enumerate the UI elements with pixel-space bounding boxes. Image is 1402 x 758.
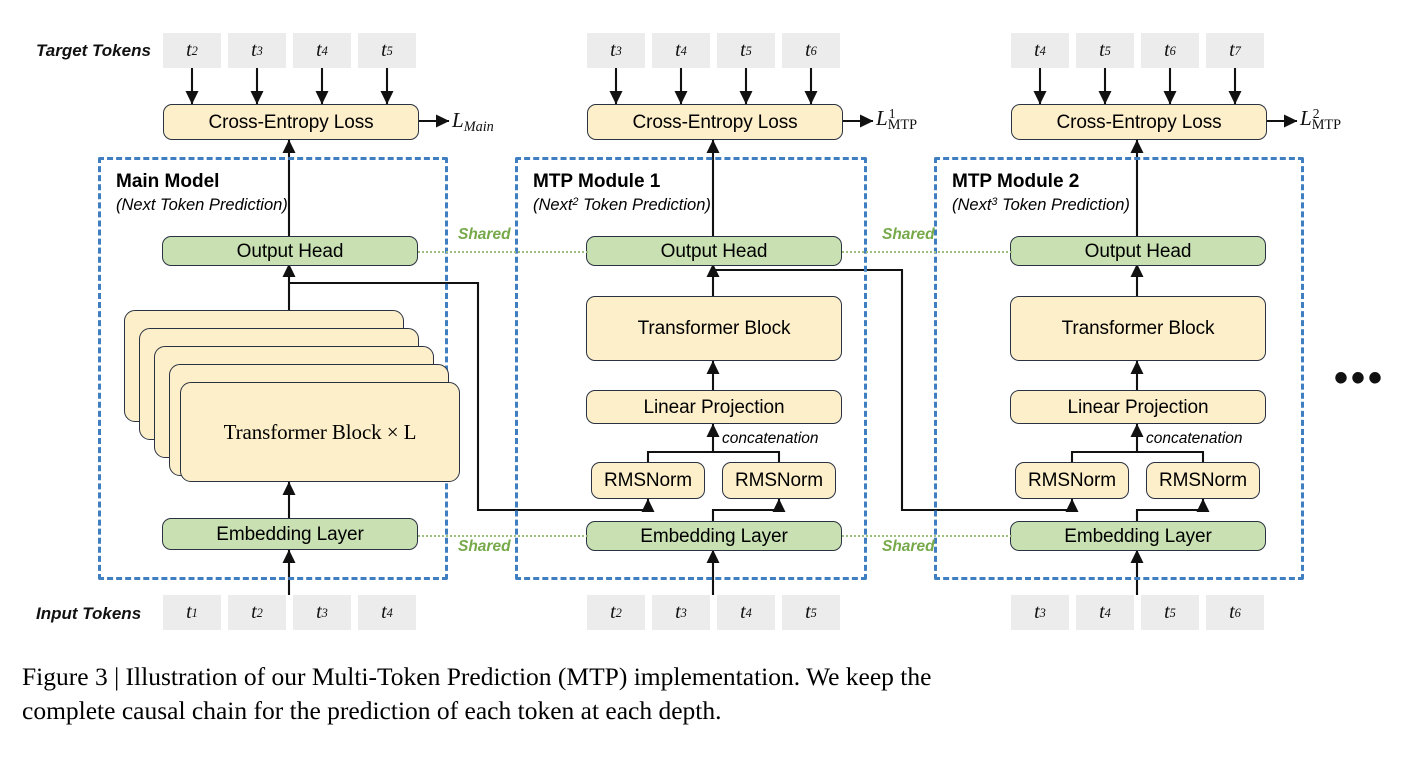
module-subtitle-main-prefix: (Next: [116, 196, 156, 214]
figure-caption-line-2: complete causal chain for the prediction…: [22, 695, 722, 725]
module-subtitle-mtp2-prefix: (Next: [952, 196, 992, 214]
shared-line-output-head-2: [842, 251, 1012, 253]
rmsnorm-left-mtp2[interactable]: RMSNorm: [1015, 462, 1129, 499]
module-frame-mtp2: [934, 157, 1304, 580]
embedding-layer-mtp1[interactable]: Embedding Layer: [586, 521, 842, 551]
shared-line-embedding-1: [418, 535, 588, 537]
shared-label-output-head-2: Shared: [882, 226, 935, 243]
output-head-main[interactable]: Output Head: [162, 236, 418, 266]
shared-label-embedding-2: Shared: [882, 538, 935, 555]
output-head-mtp2[interactable]: Output Head: [1010, 236, 1266, 266]
rmsnorm-right-mtp1[interactable]: RMSNorm: [722, 462, 836, 499]
loss-subscript-main: Main: [463, 118, 494, 135]
loss-subscript-mtp1: MTP: [887, 117, 918, 134]
module-subtitle-mtp2-sup: 3: [991, 196, 998, 209]
figure-caption-line-1: Figure 3 | Illustration of our Multi-Tok…: [22, 662, 932, 691]
module-subtitle-main-suffix: Token Prediction): [155, 196, 288, 214]
module-subtitle-mtp2-suffix: Token Prediction): [997, 196, 1130, 214]
row-label-target-tokens: Target Tokens: [36, 41, 151, 60]
module-frame-mtp1: [515, 157, 867, 580]
module-title-main: Main Model: [116, 171, 220, 192]
loss-label-main: LMain: [452, 108, 494, 136]
loss-subscript-mtp2: MTP: [1311, 117, 1342, 134]
module-subtitle-mtp1: (Next2 Token Prediction): [533, 196, 711, 215]
loss-symbol-mtp2: L: [1300, 106, 1312, 130]
row-label-input-tokens: Input Tokens: [36, 604, 142, 623]
module-subtitle-mtp1-sup: 2: [572, 196, 579, 209]
concatenation-label-mtp1: concatenation: [722, 430, 819, 447]
loss-symbol-mtp1: L: [876, 106, 888, 130]
rmsnorm-right-mtp2[interactable]: RMSNorm: [1146, 462, 1260, 499]
module-title-mtp2: MTP Module 2: [952, 171, 1080, 192]
figure-caption: Figure 3 | Illustration of our Multi-Tok…: [22, 660, 1382, 727]
loss-symbol-main: L: [452, 108, 464, 132]
linear-projection-mtp2[interactable]: Linear Projection: [1010, 390, 1266, 424]
cross-entropy-loss-mtp2[interactable]: Cross-Entropy Loss: [1011, 104, 1267, 140]
transformer-block-mtp2[interactable]: Transformer Block: [1010, 296, 1266, 361]
embedding-layer-main[interactable]: Embedding Layer: [162, 518, 418, 550]
loss-superscript-mtp2: 2: [1312, 105, 1320, 121]
output-head-mtp1[interactable]: Output Head: [586, 236, 842, 266]
cross-entropy-loss-main[interactable]: Cross-Entropy Loss: [163, 104, 419, 140]
concatenation-label-mtp2: concatenation: [1146, 430, 1243, 447]
module-subtitle-main: (Next Token Prediction): [116, 196, 288, 215]
embedding-layer-mtp2[interactable]: Embedding Layer: [1010, 521, 1266, 551]
module-subtitle-mtp1-suffix: Token Prediction): [578, 196, 711, 214]
module-subtitle-mtp1-prefix: (Next: [533, 196, 573, 214]
shared-label-embedding-1: Shared: [458, 538, 511, 555]
transformer-block-stack-label: Transformer Block × L: [223, 419, 417, 444]
module-title-mtp1: MTP Module 1: [533, 171, 661, 192]
shared-line-embedding-2: [842, 535, 1012, 537]
loss-superscript-mtp1: 1: [888, 105, 896, 121]
shared-label-output-head-1: Shared: [458, 226, 511, 243]
shared-line-output-head-1: [418, 251, 588, 253]
linear-projection-mtp1[interactable]: Linear Projection: [586, 390, 842, 424]
transformer-block-mtp1[interactable]: Transformer Block: [586, 296, 842, 361]
transformer-block-stack-main[interactable]: Transformer Block × L: [180, 382, 460, 482]
rmsnorm-left-mtp1[interactable]: RMSNorm: [591, 462, 705, 499]
continuation-ellipsis: •••: [1334, 356, 1386, 400]
module-subtitle-mtp2: (Next3 Token Prediction): [952, 196, 1130, 215]
cross-entropy-loss-mtp1[interactable]: Cross-Entropy Loss: [587, 104, 843, 140]
